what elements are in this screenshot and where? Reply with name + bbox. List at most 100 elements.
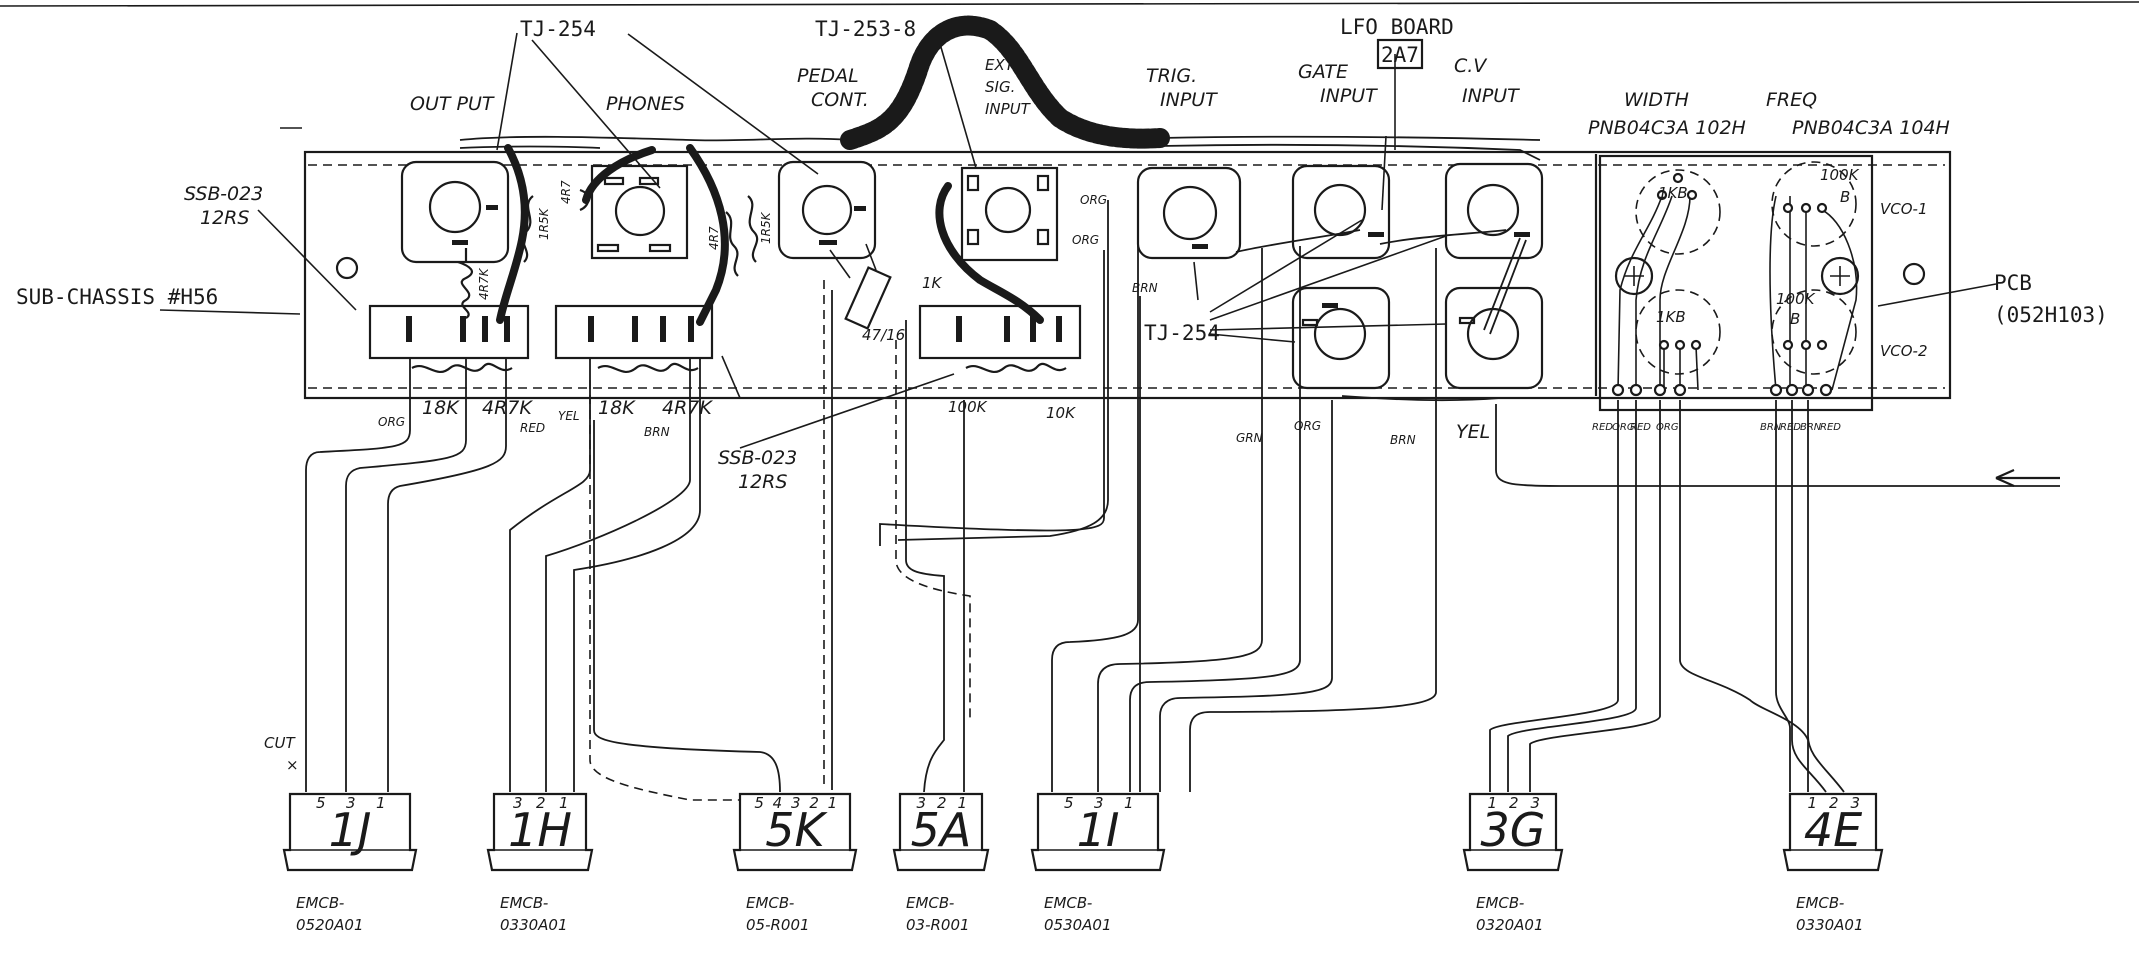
- r-4r7k-vertical-label: 4R7K: [477, 267, 491, 300]
- connector-code: 3G: [1481, 803, 1546, 857]
- connector-pin-label: 4: [773, 794, 783, 812]
- wire-tag-org-ext1: ORG: [1080, 193, 1107, 207]
- connector-pin-label: 1: [1808, 794, 1818, 812]
- connector-part-line2: 0330A01: [1796, 916, 1864, 934]
- terminal-strip-mid: [554, 304, 714, 374]
- pcb-wire-color-tag: RED: [1592, 422, 1613, 433]
- wire-tag-brn-a: BRN: [644, 425, 670, 439]
- cut-label: CUT: [264, 734, 296, 752]
- tj2538-label: TJ-253-8: [815, 17, 916, 41]
- r-1k-label: 1K: [922, 274, 943, 292]
- connector-part-line2: 0320A01: [1476, 916, 1544, 934]
- wire-tag-yel-a: YEL: [558, 409, 580, 423]
- lfo-board-label: LFO BOARD: [1340, 15, 1454, 39]
- pot-100k-bottom-label-a: 100K: [1776, 290, 1816, 308]
- connector-part-line1: EMCB-: [500, 894, 548, 912]
- lfo-board-code: 2A7: [1381, 43, 1419, 67]
- wire-tag-org-ext2: ORG: [1072, 233, 1099, 247]
- pedal-label-1: PEDAL: [797, 65, 859, 87]
- connector-pin-label: 2: [1829, 794, 1839, 812]
- sub-chassis: [303, 150, 1952, 400]
- width-part-label: PNB04C3A 102H: [1588, 117, 1746, 139]
- jack-cv-input: [1444, 162, 1544, 260]
- ext-label-1: EXT.: [985, 56, 1017, 74]
- r-4r7k-b-label: 4R7K: [662, 397, 713, 419]
- pot-1kb-bottom-label: 1KB: [1656, 308, 1686, 326]
- pot-100k-bottom-label-b: B: [1790, 310, 1800, 328]
- connector-pin-label: 5: [754, 794, 764, 812]
- connector-pin-label: 2: [809, 794, 819, 812]
- vco1-label: VCO-1: [1880, 200, 1928, 218]
- vco-pcb: [1598, 154, 1874, 412]
- connector-pin-label: 3: [917, 794, 927, 812]
- connector-pin-label: 1: [1488, 794, 1498, 812]
- pcb-screw-right: [1820, 256, 1860, 296]
- connector-pin-label: 3: [513, 794, 523, 812]
- jack-output: [400, 160, 510, 264]
- phones-shielded-wire-right: [686, 144, 729, 326]
- pcb-wire-color-tag: BRN: [1760, 422, 1782, 433]
- resistor-4r7k-vertical: [457, 248, 473, 319]
- r-1r5k-left-label: 1R5K: [537, 207, 551, 240]
- connector-part-line2: 05-R001: [746, 916, 810, 934]
- connector-code: 5A: [911, 803, 972, 857]
- terminal-strip-right: [918, 304, 1082, 374]
- sub-chassis-label: SUB-CHASSIS #H56: [16, 285, 218, 309]
- r-10k-label: 10K: [1046, 404, 1076, 422]
- connector-part-line1: EMCB-: [296, 894, 344, 912]
- gate-label-1: GATE: [1298, 61, 1348, 83]
- ssb-mid-label-1: SSB-023: [718, 447, 797, 469]
- shielded-cable: [840, 15, 1170, 150]
- connector-pin-label: 3: [346, 794, 356, 812]
- jack-cv-lower: [1444, 286, 1544, 390]
- ext-shielded-wire: [935, 182, 1044, 324]
- connector-part-line1: EMCB-: [906, 894, 954, 912]
- pedal-label-2: CONT.: [811, 89, 869, 111]
- connector-pin-label: 2: [536, 794, 546, 812]
- wire-tag-red-a: RED: [520, 421, 545, 435]
- ext-label-2: SIG.: [985, 78, 1015, 96]
- resistor-1r5k-left: [521, 195, 534, 263]
- connector-code: 1J: [329, 803, 372, 857]
- freq-part-label: PNB04C3A 104H: [1792, 117, 1950, 139]
- wire-tag-yel-cv: YEL: [1456, 421, 1490, 443]
- connector-part-line2: 0530A01: [1044, 916, 1112, 934]
- freq-label: FREQ: [1766, 89, 1817, 111]
- wire-tag-brn-trig: BRN: [1132, 281, 1158, 295]
- connector-pin-label: 2: [1509, 794, 1519, 812]
- wire-tag-org-a: ORG: [378, 415, 405, 429]
- resistor-4r7-left: [579, 188, 590, 212]
- ssb-left-label-2: 12RS: [200, 207, 249, 229]
- cv-label-2: INPUT: [1462, 85, 1520, 107]
- connector-part-line2: 03-R001: [906, 916, 970, 934]
- mount-hole-right: [1902, 262, 1926, 286]
- lfo-board-code-box: [1376, 38, 1424, 70]
- jack-ext-sig-input: [960, 166, 1059, 262]
- pcb-label-1: PCB: [1994, 271, 2032, 295]
- r-4r7k-a-label: 4R7K: [482, 397, 533, 419]
- jack-gate-lower: [1291, 286, 1391, 390]
- connector-code: 5K: [765, 803, 828, 857]
- ssb-left-label-1: SSB-023: [184, 183, 263, 205]
- trig-label-2: INPUT: [1160, 89, 1218, 111]
- r-1r5k-right-label: 1R5K: [759, 211, 773, 244]
- jack-phones: [590, 164, 689, 260]
- connector-part-line1: EMCB-: [1044, 894, 1092, 912]
- wire-tag-org-gate: ORG: [1294, 419, 1321, 433]
- connector-pin-label: 2: [937, 794, 947, 812]
- phones-shielded-wire-left: [582, 146, 656, 204]
- connector-pin-label: 5: [316, 794, 326, 812]
- r-4r7-left-label: 4R7: [559, 180, 573, 204]
- pcb-wire-color-tag: ORG: [1656, 422, 1679, 433]
- connector-pin-label: 1: [958, 794, 968, 812]
- connector-pin-label: 1: [559, 794, 569, 812]
- connector-code: 4E: [1804, 803, 1862, 857]
- pcb-wire-color-tag: RED: [1630, 422, 1651, 433]
- r-18k-b-label: 18K: [598, 397, 636, 419]
